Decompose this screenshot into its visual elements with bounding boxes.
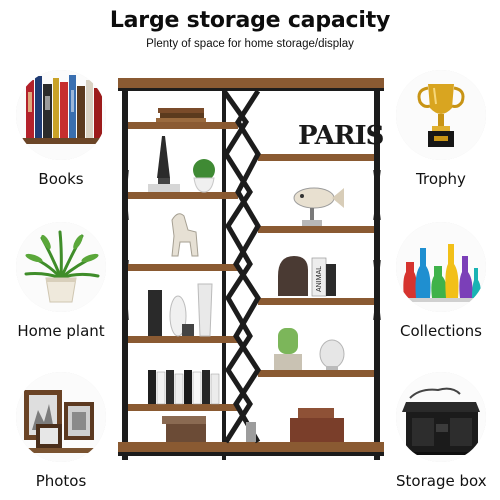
feature-books: Books: [16, 70, 106, 188]
photo-frames-icon: [16, 372, 106, 462]
decor-paris-sign: PARIS: [298, 121, 384, 151]
decor-horse-statue: [171, 213, 199, 257]
shelf-top-board: [118, 78, 384, 88]
decor-book-row: [148, 370, 220, 405]
decor-succulent: [193, 159, 215, 193]
feature-storage-box: Storage box: [396, 372, 487, 490]
zigzag-frame: [221, 89, 253, 444]
left-shelves: [128, 122, 238, 411]
storage-box-icon: [396, 372, 486, 462]
feature-home-plant: Home plant: [16, 222, 106, 340]
decor-cactus: [274, 328, 345, 370]
books-icon: [16, 70, 106, 160]
feature-trophy: Trophy: [396, 70, 486, 188]
feature-collections: Collections: [396, 222, 486, 340]
feature-label: Home plant: [17, 322, 105, 340]
feature-label: Books: [38, 170, 84, 188]
decor-elephant-bookend: ANIMAL: [278, 256, 336, 297]
decor-vases: [148, 283, 213, 337]
page-title: Large storage capacity: [109, 8, 391, 33]
decor-eiffel-tower: [148, 136, 180, 192]
feature-label: Collections: [399, 322, 482, 340]
feature-photos: Photos: [16, 372, 106, 490]
decor-book-title: ANIMAL: [316, 266, 323, 292]
decor-fish-sculpture: [293, 187, 344, 226]
feature-label: Photos: [35, 472, 87, 490]
plant-icon: [16, 222, 106, 312]
trophy-icon: [396, 70, 486, 160]
feature-label: Trophy: [416, 170, 466, 188]
decor-wooden-boxes: [162, 408, 344, 442]
decor-book-stack: [156, 108, 206, 122]
bookshelf-illustration: PARIS ANIMAL: [118, 70, 384, 460]
bookshelf-svg: PARIS ANIMAL: [118, 78, 384, 460]
glass-vases-icon: [396, 222, 486, 312]
page-subtitle: Plenty of space for home storage/display: [146, 38, 354, 50]
feature-label: Storage box: [396, 472, 487, 490]
right-shelves: [258, 154, 374, 377]
